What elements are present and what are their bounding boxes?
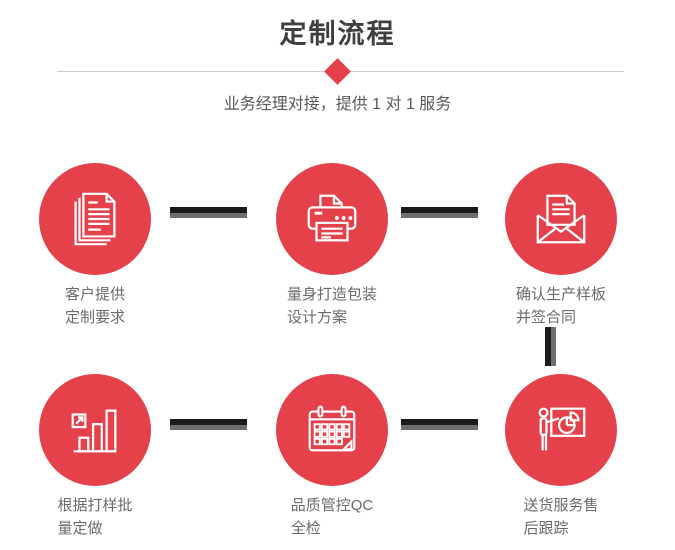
step-label-line: 量定做 bbox=[57, 520, 103, 537]
step-label-4: 根据打样批 量定做 bbox=[10, 494, 180, 540]
page-subtitle: 业务经理对接，提供 1 对 1 服务 bbox=[223, 96, 452, 113]
envelope-icon bbox=[536, 194, 586, 244]
step-label-line: 量身打造包装 bbox=[286, 286, 377, 303]
step-label-line: 品质管控QC bbox=[290, 497, 374, 514]
step-circle-1 bbox=[39, 163, 151, 275]
step-circle-4 bbox=[39, 374, 151, 486]
step-label-3: 确认生产样板 并签合同 bbox=[476, 283, 646, 329]
diamond-accent bbox=[324, 58, 351, 85]
step-label-line: 确认生产样板 bbox=[515, 286, 606, 303]
step-circle-5 bbox=[276, 374, 388, 486]
step-label-line: 定制要求 bbox=[64, 309, 125, 326]
presentation-icon bbox=[538, 407, 586, 451]
step-circle-2 bbox=[276, 163, 388, 275]
step-label-5: 品质管控QC 全检 bbox=[247, 494, 417, 540]
step-label-line: 根据打样批 bbox=[57, 497, 133, 514]
step-label-2: 量身打造包装 设计方案 bbox=[247, 283, 417, 329]
connector-step5-step6 bbox=[401, 419, 478, 430]
step-label-line: 全检 bbox=[290, 520, 321, 537]
connector-step1-step2 bbox=[170, 207, 247, 218]
step-circle-6 bbox=[505, 374, 617, 486]
step-label-6: 送货服务售 后跟踪 bbox=[476, 494, 646, 540]
step-label-line: 送货服务售 bbox=[523, 497, 599, 514]
step-label-line: 设计方案 bbox=[286, 309, 347, 326]
step-circle-3 bbox=[505, 163, 617, 275]
connector-step3-step6 bbox=[545, 327, 556, 366]
page-title: 定制流程 bbox=[279, 19, 396, 49]
step-label-1: 客户提供 定制要求 bbox=[10, 283, 180, 329]
connector-step4-step5 bbox=[170, 419, 247, 430]
calendar-icon bbox=[308, 405, 356, 452]
bar-chart-icon bbox=[71, 409, 117, 453]
connector-step2-step3 bbox=[401, 207, 478, 218]
step-label-line: 后跟踪 bbox=[523, 520, 569, 537]
step-label-line: 客户提供 bbox=[64, 286, 125, 303]
printer-icon bbox=[307, 194, 357, 242]
documents-icon bbox=[74, 192, 116, 246]
step-label-line: 并签合同 bbox=[515, 309, 576, 326]
